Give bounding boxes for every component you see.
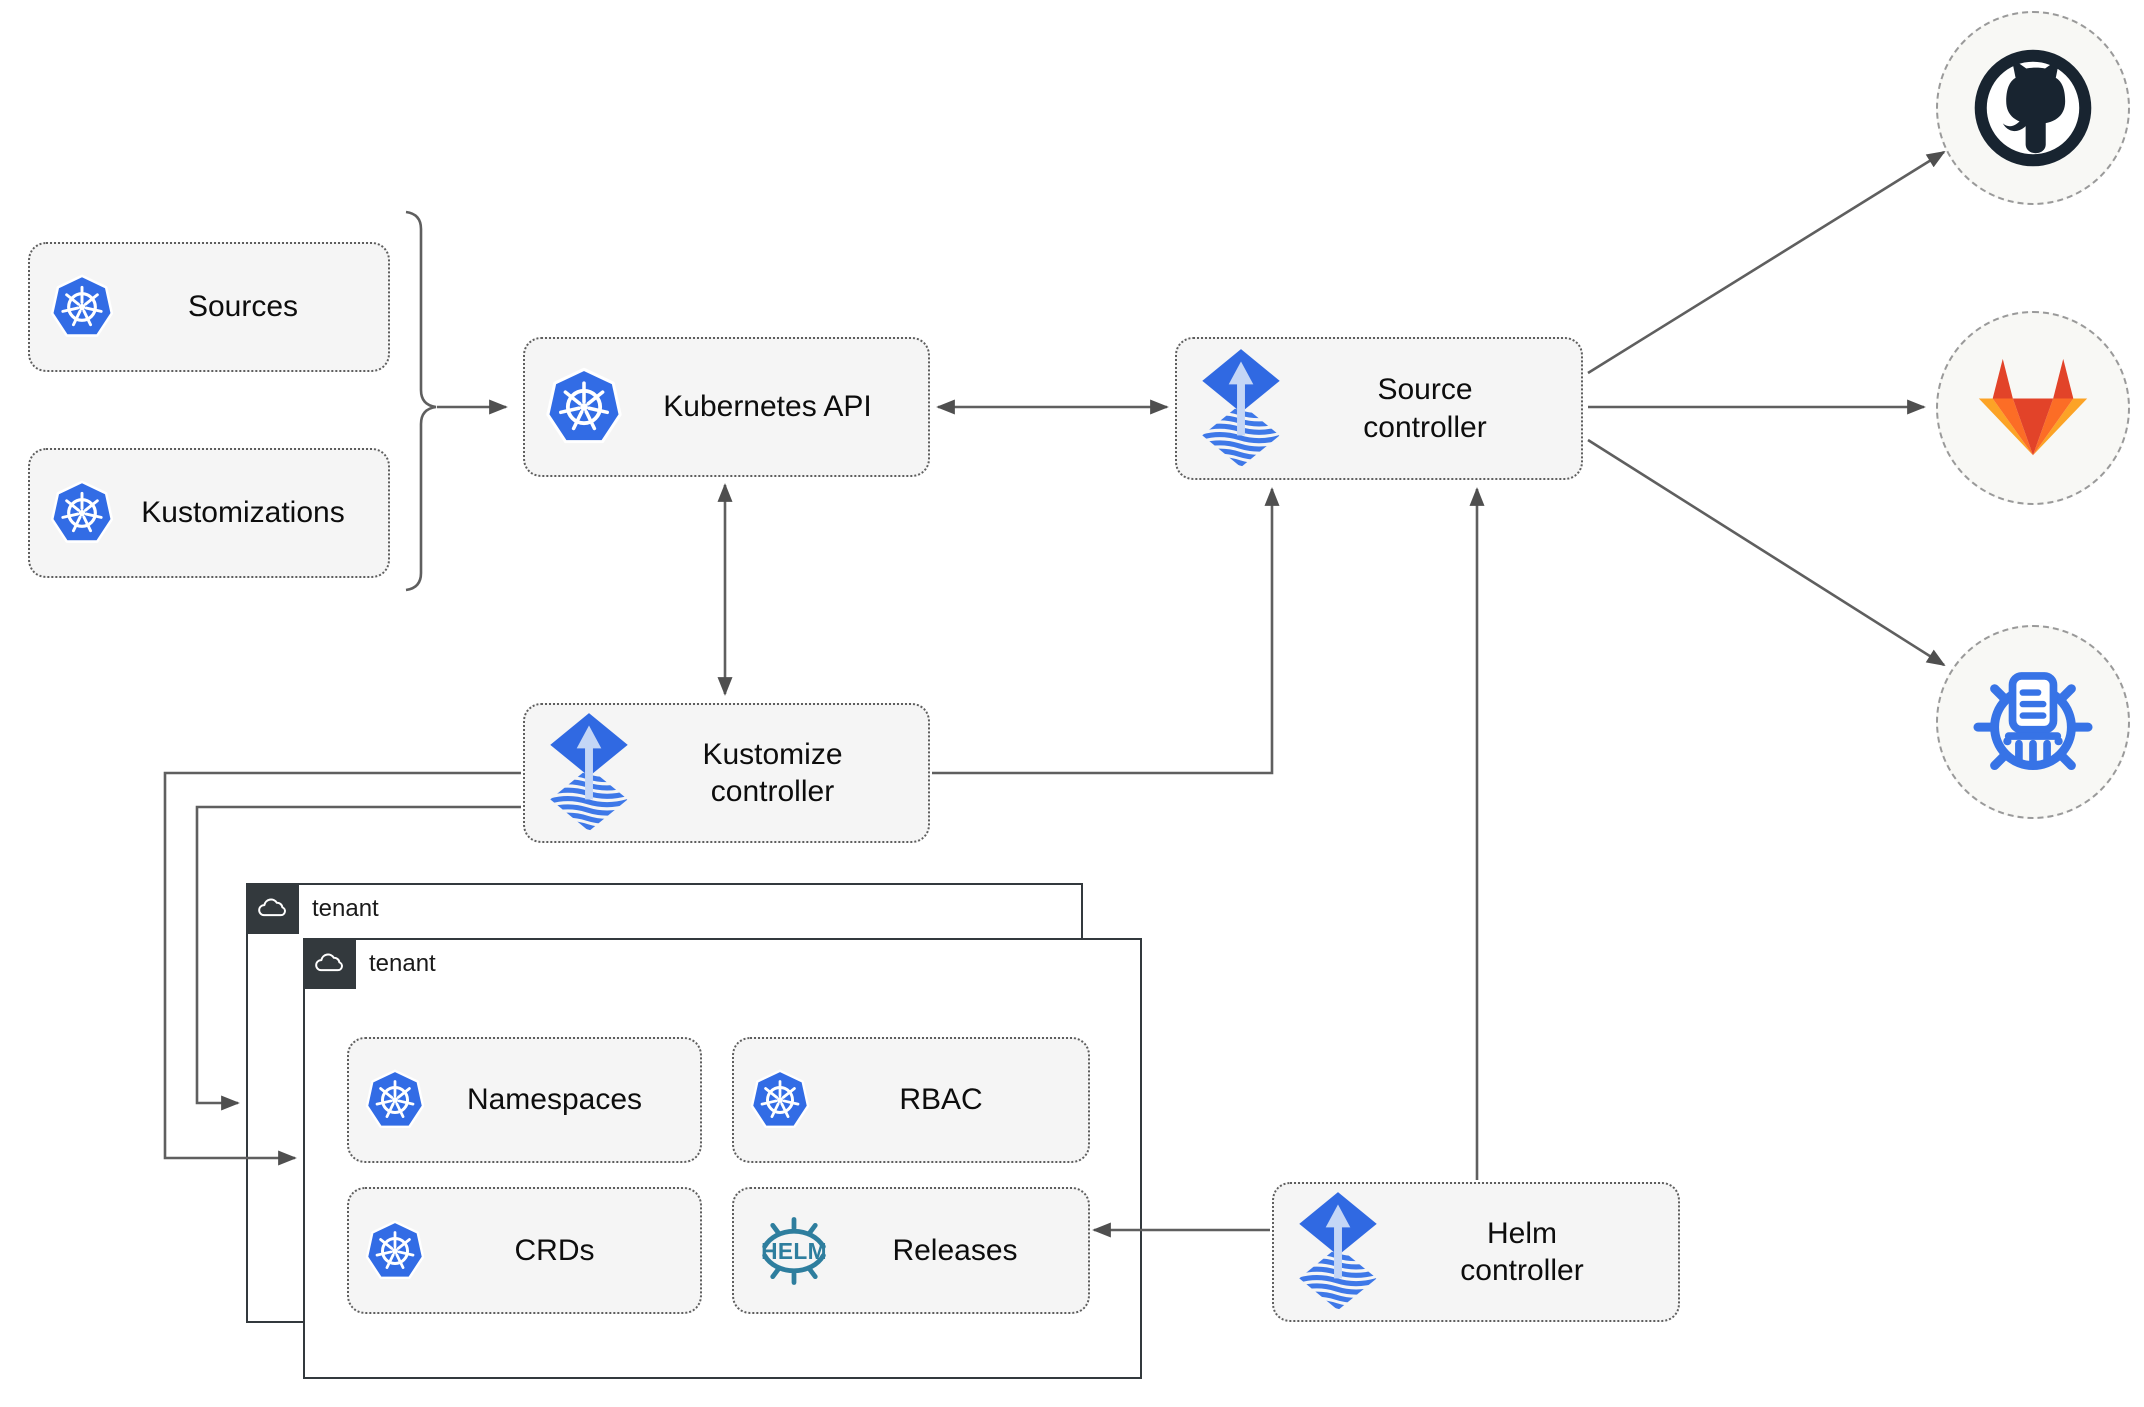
kubernetes-icon <box>50 480 114 546</box>
node-label: Kustomize controller <box>702 737 843 809</box>
node-kustomize-controller: Kustomize controller <box>523 703 930 843</box>
arrow-kustomize-to-source-controller <box>932 487 1280 775</box>
tenant-tab <box>245 882 299 934</box>
tenant-box-inner: tenant Namespaces RBAC CRDs Releases <box>302 937 1142 1379</box>
arrow-source-to-chart-repository <box>1587 438 1946 667</box>
kubernetes-icon <box>50 274 114 340</box>
resource-box-sources: Sources <box>28 242 390 372</box>
flux-icon <box>1294 1192 1382 1312</box>
resource-label: Kustomizations <box>141 496 345 530</box>
external-gitlab <box>1936 311 2130 505</box>
cloud-icon <box>255 896 289 920</box>
resource-box-kustomizations: Kustomizations <box>28 448 390 578</box>
tenant-label: tenant <box>312 895 379 922</box>
cloud-icon <box>312 951 346 975</box>
resource-box-rbac: RBAC <box>732 1037 1090 1163</box>
node-label: Helm controller <box>1460 1216 1584 1288</box>
flux-icon <box>1197 349 1285 469</box>
bracket <box>405 210 437 592</box>
kubernetes-icon <box>365 1220 425 1282</box>
resource-label: Sources <box>187 290 299 324</box>
external-github <box>1936 11 2130 205</box>
arrow-source-to-github <box>1587 150 1946 375</box>
node-helm-controller: Helm controller <box>1272 1182 1680 1322</box>
resource-label: Namespaces <box>466 1083 643 1117</box>
gitlab-icon <box>1970 351 2096 465</box>
kubernetes-icon <box>365 1069 425 1131</box>
node-source-controller: Source controller <box>1175 337 1583 480</box>
node-label: Kubernetes API <box>663 390 872 424</box>
tenant-label: tenant <box>369 950 436 977</box>
node-kubernetes-api: Kubernetes API <box>523 337 930 477</box>
flux-icon <box>545 713 633 833</box>
github-icon <box>1966 41 2100 175</box>
resource-label: CRDs <box>514 1233 595 1267</box>
resource-label: Releases <box>892 1233 1018 1267</box>
kubernetes-icon <box>750 1069 810 1131</box>
helm-icon <box>750 1217 838 1285</box>
kubernetes-icon <box>545 367 623 447</box>
chart-repository-icon <box>1969 658 2097 786</box>
external-chart-repository <box>1936 625 2130 819</box>
node-label: Source controller <box>1363 373 1487 444</box>
resource-box-namespaces: Namespaces <box>347 1037 702 1163</box>
resource-box-crds: CRDs <box>347 1187 702 1314</box>
resource-box-releases: Releases <box>732 1187 1090 1314</box>
resource-label: RBAC <box>899 1083 983 1117</box>
tenant-tab <box>302 937 356 989</box>
